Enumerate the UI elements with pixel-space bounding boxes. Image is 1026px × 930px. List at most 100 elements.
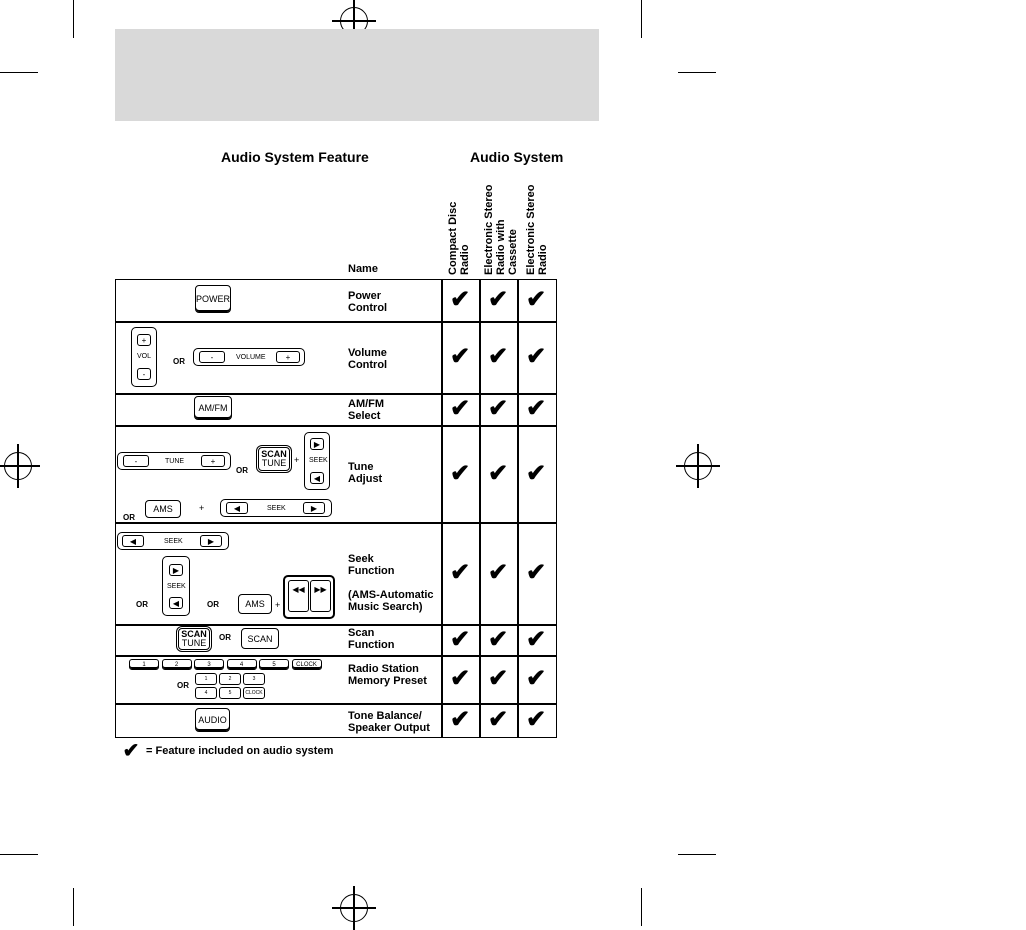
system-heading: Audio System <box>470 149 564 165</box>
check-cell <box>441 425 481 524</box>
feature-heading: Audio System Feature <box>221 149 369 165</box>
check-icon: ✔ <box>487 459 509 487</box>
feature-name-volume: Volume Control <box>348 347 388 371</box>
seek-up-icon: ▶ <box>169 564 183 576</box>
or-label: OR <box>219 633 231 642</box>
system-label-radio: Electronic Stereo Radio <box>525 184 549 275</box>
seek-label: SEEK <box>164 538 183 545</box>
scan-tune-button: SCAN TUNE <box>258 447 290 471</box>
tune-bar <box>117 452 231 470</box>
tune-minus-button: - <box>123 455 149 467</box>
scan-text: SCAN <box>181 629 207 639</box>
check-icon: ✔ <box>487 559 509 586</box>
check-cell <box>517 624 557 657</box>
check-icon: ✔ <box>449 705 471 733</box>
crop-mark <box>678 854 716 855</box>
seek-right-icon: ▶ <box>200 535 222 547</box>
seek-right-icon: ▶ <box>303 502 325 514</box>
plus-sign: + <box>294 455 300 465</box>
check-icon: ✔ <box>449 395 471 422</box>
preset-button: 3 <box>194 659 224 670</box>
check-cell <box>479 279 519 323</box>
volume-label: VOLUME <box>236 354 266 361</box>
check-icon: ✔ <box>449 625 471 653</box>
feature-name-cell <box>340 321 443 395</box>
feature-icon-cell <box>115 279 342 323</box>
preset-button: 4 <box>226 659 257 670</box>
check-cell <box>441 279 481 323</box>
check-icon: ✔ <box>449 343 471 370</box>
feature-name-cell <box>340 624 443 657</box>
crop-mark <box>641 0 642 38</box>
feature-icon-cell <box>115 655 342 705</box>
check-cell <box>479 425 519 524</box>
check-cell <box>517 425 557 524</box>
check-cell <box>479 655 519 705</box>
check-cell <box>441 522 481 626</box>
check-icon: ✔ <box>525 459 547 487</box>
vol-down-button: - <box>137 368 151 380</box>
feature-name-tone: Tone Balance/ Speaker Output <box>348 710 430 734</box>
or-label: OR <box>173 357 185 366</box>
vol-rocker <box>131 327 157 387</box>
check-cell <box>517 321 557 395</box>
check-icon: ✔ <box>449 286 471 313</box>
feature-name-seek: Seek Function (AMS-Automatic Music Searc… <box>348 553 434 613</box>
feature-name-cell <box>340 703 443 738</box>
scan-text: SCAN <box>261 449 287 459</box>
check-cell <box>441 321 481 395</box>
seek-label: SEEK <box>267 505 286 512</box>
seek-rocker <box>162 556 190 616</box>
feature-name-cell <box>340 425 443 524</box>
feature-name-cell <box>340 393 443 427</box>
preset-button: CLOCK <box>291 659 322 670</box>
or-label: OR <box>136 600 148 609</box>
check-icon: ✔ <box>449 665 471 692</box>
crop-mark <box>678 72 716 73</box>
legend-text: = Feature included on audio system <box>146 745 334 757</box>
tune-text: TUNE <box>261 458 287 468</box>
seek-label: SEEK <box>309 457 328 464</box>
check-cell <box>479 393 519 427</box>
preset-button: 3 <box>243 673 265 685</box>
check-cell <box>479 522 519 626</box>
check-icon: ✔ <box>525 395 547 422</box>
power-button: POWER <box>195 285 231 313</box>
check-cell <box>441 624 481 657</box>
check-cell <box>441 393 481 427</box>
preset-button: CLOCK <box>243 687 265 699</box>
feature-name-presets: Radio Station Memory Preset <box>348 663 427 687</box>
feature-name-am-fm: AM/FM Select <box>348 398 385 422</box>
check-cell <box>517 655 557 705</box>
feature-icon-cell <box>115 624 342 657</box>
or-label: OR <box>123 513 135 522</box>
seek-bar <box>117 532 229 550</box>
rewind-icon: ◀◀ <box>288 580 309 612</box>
volume-bar <box>193 348 305 366</box>
feature-name-scan: Scan Function <box>348 627 395 651</box>
check-cell <box>517 393 557 427</box>
seek-left-icon: ◀ <box>226 502 248 514</box>
crop-mark <box>0 854 38 855</box>
check-cell <box>441 655 481 705</box>
preset-button: 5 <box>219 687 241 699</box>
tune-text: TUNE <box>181 638 207 648</box>
check-icon: ✔ <box>122 740 140 762</box>
check-cell <box>517 703 557 738</box>
vol-label: VOL <box>137 353 152 360</box>
plus-sign: + <box>199 503 205 513</box>
check-icon: ✔ <box>525 559 547 586</box>
scan-tune-button: SCAN TUNE <box>178 628 210 650</box>
vol-up-button: + <box>137 334 151 346</box>
crop-mark <box>73 888 74 926</box>
check-icon: ✔ <box>487 343 509 370</box>
feature-name-cell <box>340 655 443 705</box>
ams-button: AMS <box>145 500 181 518</box>
feature-name-cell <box>340 522 443 626</box>
seek-bar <box>220 499 332 517</box>
feature-icon-cell <box>115 425 342 524</box>
check-cell <box>441 703 481 738</box>
check-cell <box>479 703 519 738</box>
am-fm-button: AM/FM <box>194 396 232 420</box>
preset-button: 1 <box>129 659 159 670</box>
